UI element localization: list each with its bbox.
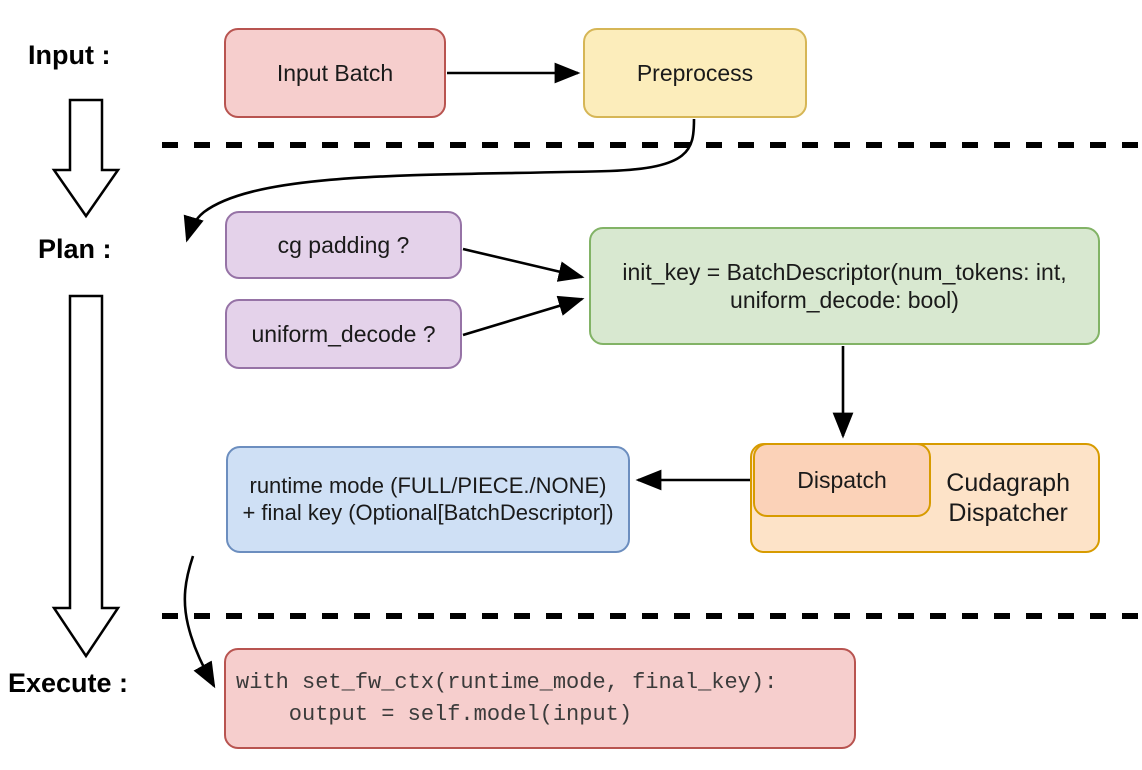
node-cg-padding-label: cg padding ? <box>277 231 410 258</box>
stage-label-input: Input : <box>28 40 111 70</box>
node-preprocess-label: Preprocess <box>636 59 754 86</box>
edge-runtime-mode-to-execute-code <box>183 555 216 689</box>
node-runtime-mode[interactable]: runtime mode (FULL/PIECE./NONE) + final … <box>226 446 630 553</box>
node-execute-code[interactable]: with set_fw_ctx(runtime_mode, final_key)… <box>224 648 856 749</box>
node-input-batch[interactable]: Input Batch <box>224 28 446 118</box>
stage-label-plan: Plan : <box>38 234 112 264</box>
node-execute-code-label: with set_fw_ctx(runtime_mode, final_key)… <box>236 669 778 727</box>
node-dispatch-label: Dispatch <box>797 466 887 493</box>
node-input-batch-label: Input Batch <box>276 59 394 86</box>
node-uniform-decode-label: uniform_decode ? <box>251 320 436 347</box>
edge-cg-padding-to-init-key <box>462 247 585 282</box>
node-uniform-decode[interactable]: uniform_decode ? <box>225 299 462 369</box>
node-cudagraph-dispatcher-label: Cudagraph Dispatcher <box>946 468 1070 528</box>
flow-arrow-plan-to-execute <box>51 294 121 659</box>
flow-arrow-input-to-plan <box>51 98 121 219</box>
stage-label-execute: Execute : <box>8 668 129 698</box>
node-dispatch[interactable]: Dispatch <box>753 443 931 517</box>
node-preprocess[interactable]: Preprocess <box>583 28 807 118</box>
node-runtime-mode-label: runtime mode (FULL/PIECE./NONE) + final … <box>242 472 614 525</box>
edge-uniform-decode-to-init-key <box>462 295 585 337</box>
node-cg-padding[interactable]: cg padding ? <box>225 211 462 279</box>
node-init-key-label: init_key = BatchDescriptor(num_tokens: i… <box>622 258 1067 313</box>
node-init-key[interactable]: init_key = BatchDescriptor(num_tokens: i… <box>589 227 1100 345</box>
